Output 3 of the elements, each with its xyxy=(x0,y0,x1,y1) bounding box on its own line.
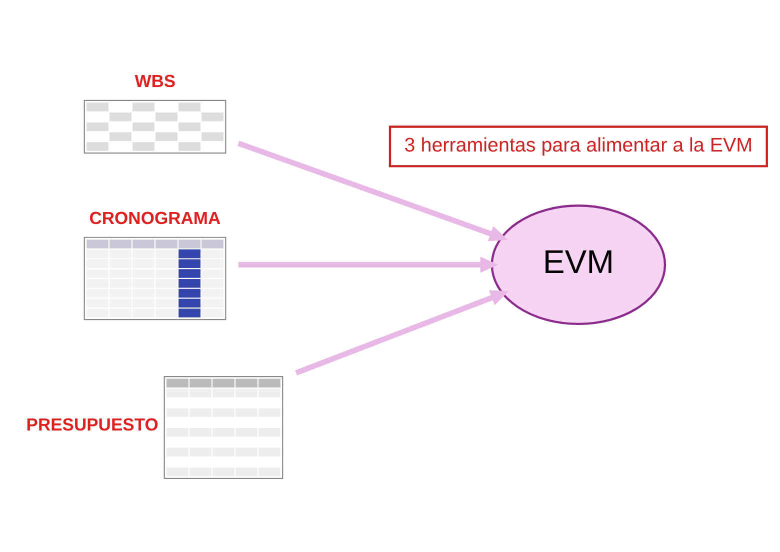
node-label: WBS xyxy=(134,71,176,92)
node-label: PRESUPUESTO xyxy=(26,414,158,435)
node-label: CRONOGRAMA xyxy=(89,208,221,228)
